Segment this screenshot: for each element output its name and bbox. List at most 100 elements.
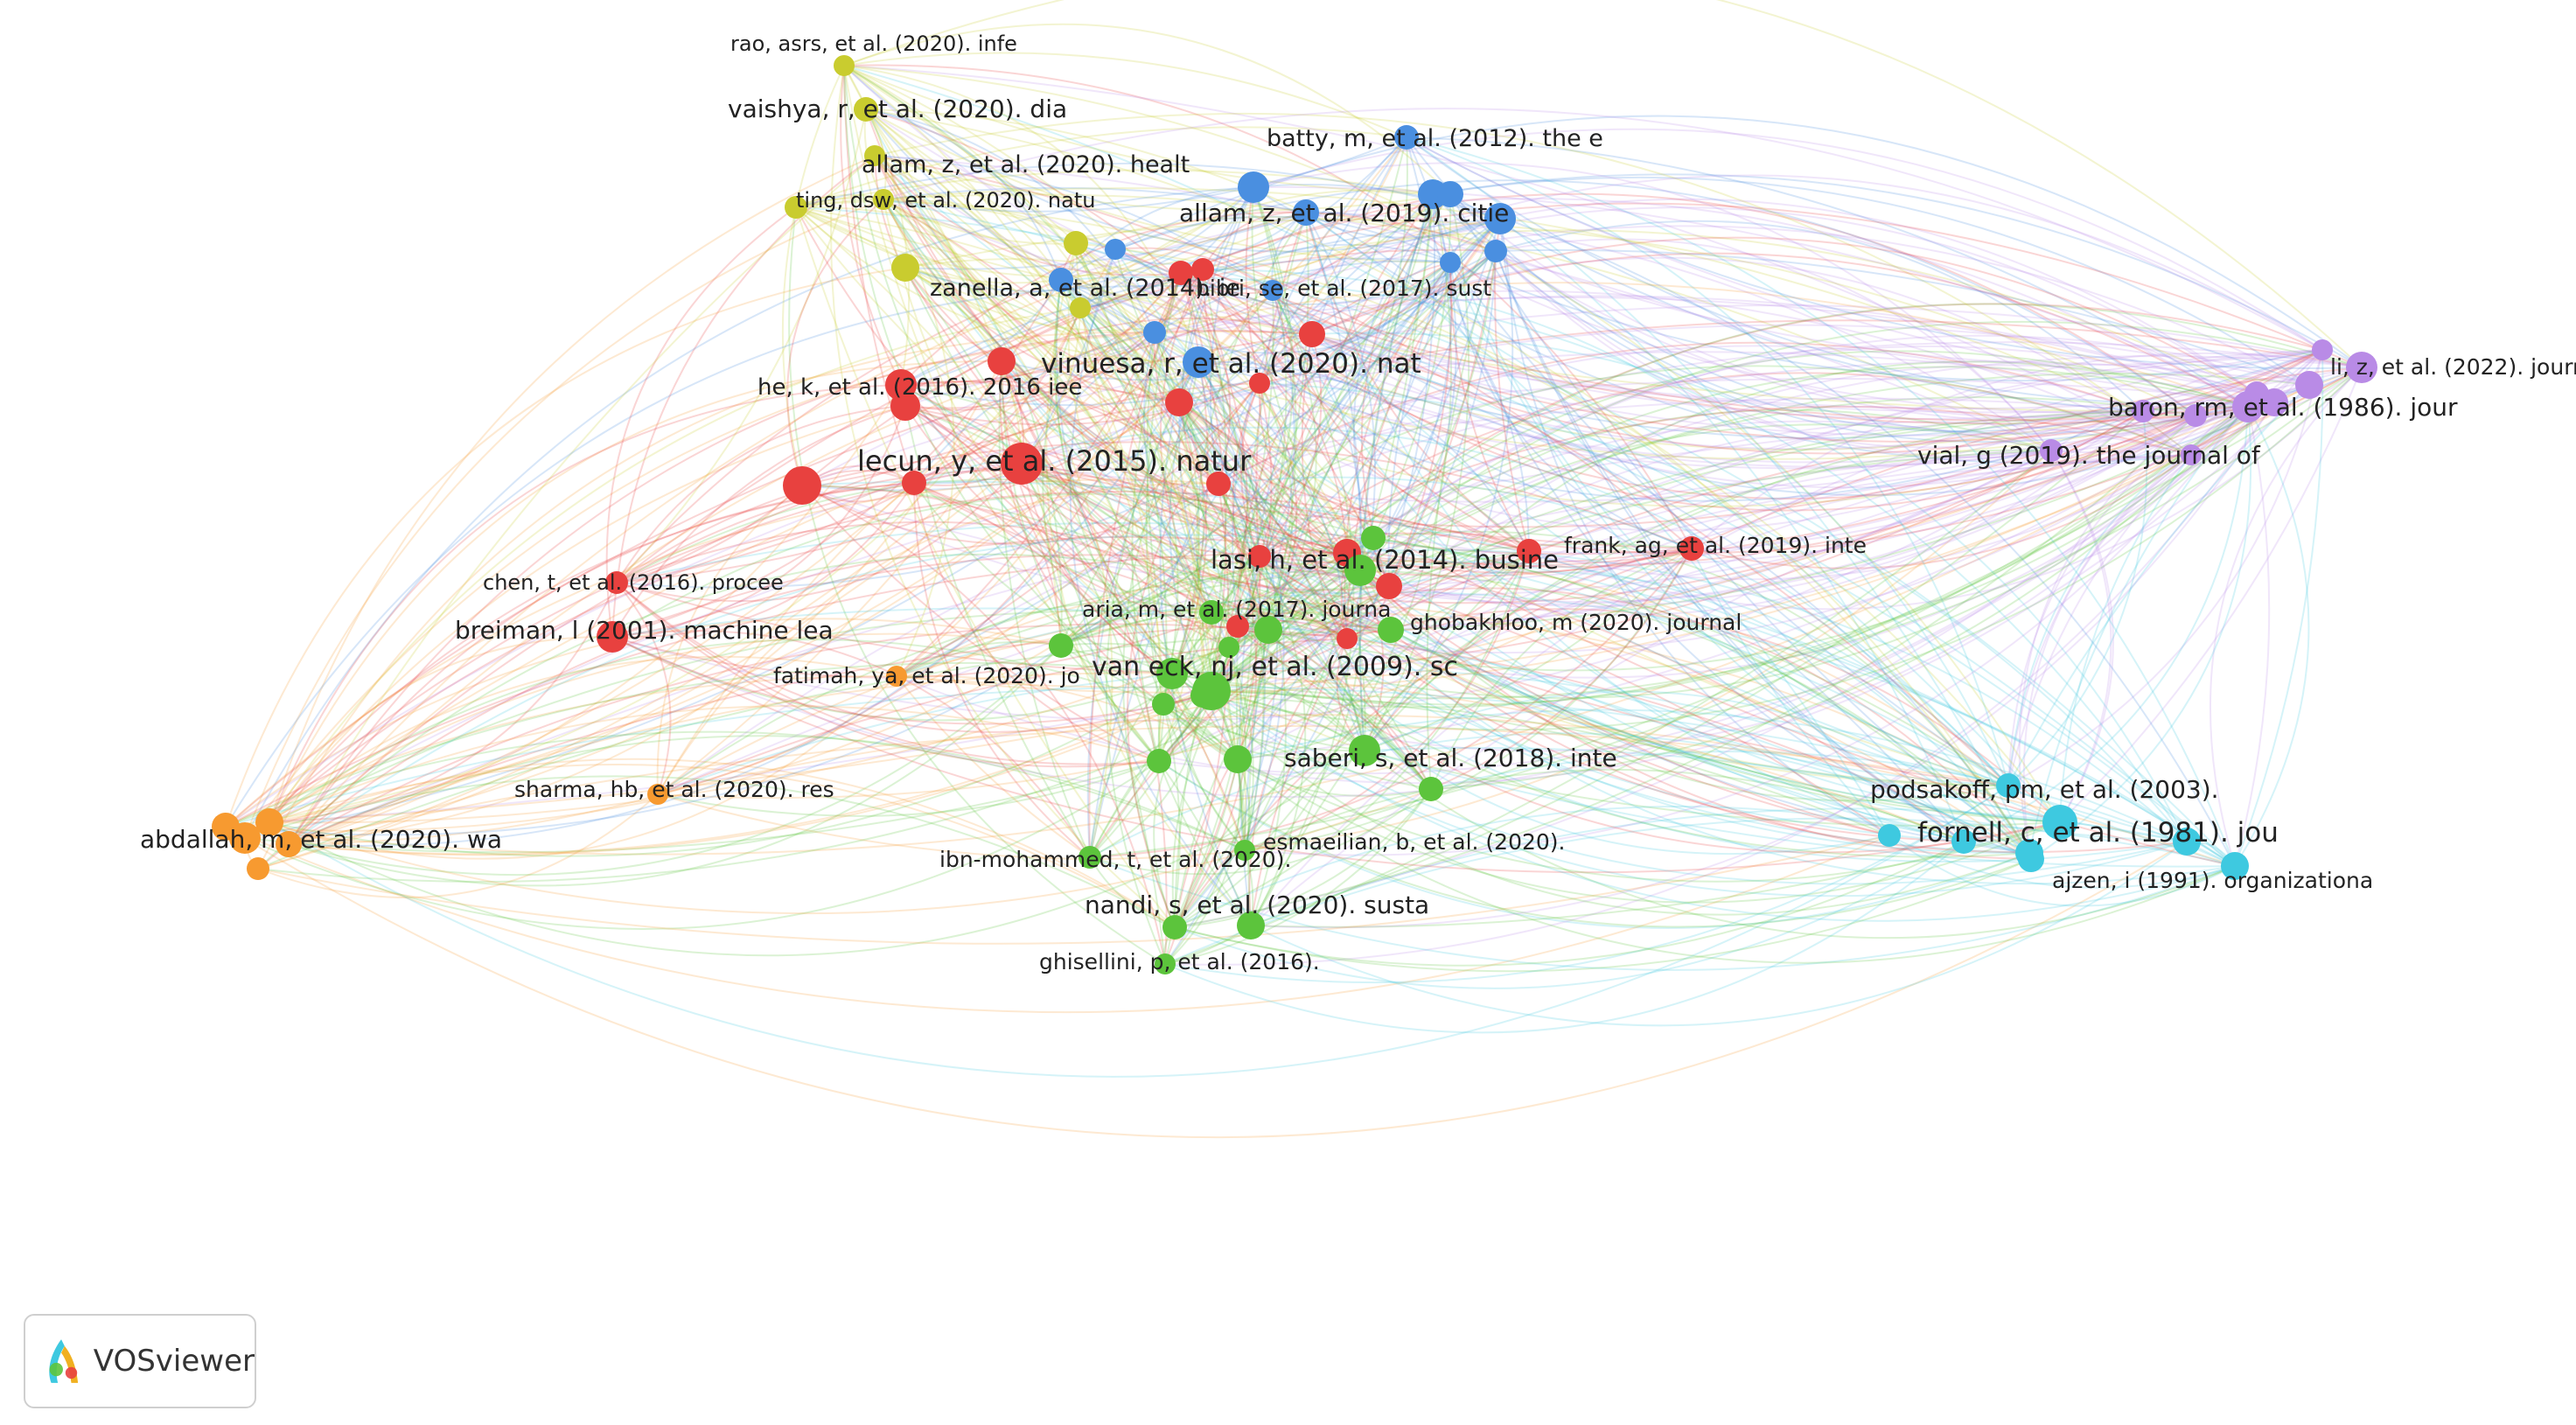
node-purple-69[interactable] [2312, 339, 2333, 360]
node-green-60[interactable] [1237, 912, 1265, 940]
node-green-54[interactable] [1224, 745, 1252, 773]
node-red-36[interactable] [1517, 539, 1541, 563]
node-red-32[interactable] [1206, 472, 1231, 496]
node-green-56[interactable] [1419, 777, 1443, 801]
label-vinuesa[interactable]: vinuesa, r, et al. (2020). nat [1041, 348, 1421, 380]
label-ajzen[interactable]: ajzen, i (1991). organizationa [2052, 868, 2373, 893]
label-lecun[interactable]: lecun, y, et al. (2015). natur [857, 444, 1252, 478]
label-ibn[interactable]: ibn-mohammed, t, et al. (2020). [939, 847, 1291, 872]
node-cyan-80[interactable] [2042, 805, 2077, 840]
label-allam2020[interactable]: allam, z, et al. (2020). healt [862, 151, 1190, 178]
node-blue-20[interactable] [1262, 280, 1283, 301]
node-red-38[interactable] [605, 571, 628, 594]
node-cyan-86[interactable] [2018, 846, 2044, 872]
node-green-59[interactable] [1162, 915, 1187, 940]
node-blue-10[interactable] [1293, 199, 1319, 226]
node-green-42[interactable] [1361, 526, 1386, 550]
node-green-45[interactable] [1199, 600, 1224, 625]
node-green-61[interactable] [1155, 953, 1176, 974]
label-vial[interactable]: vial, g (2019). the journal of [1917, 441, 2261, 470]
node-cyan-85[interactable] [2221, 852, 2249, 880]
label-li[interactable]: li, z, et al. (2022). journal [2330, 354, 2576, 380]
node-green-57[interactable] [1079, 846, 1101, 869]
label-aria[interactable]: aria, m, et al. (2017). journa [1082, 597, 1391, 622]
label-fornell[interactable]: fornell, c, et al. (1981). jou [1917, 817, 2279, 849]
node-yellow-3[interactable] [785, 196, 807, 219]
node-green-53[interactable] [1147, 749, 1171, 773]
node-green-43[interactable] [1344, 555, 1376, 586]
node-yellow-0[interactable] [834, 55, 855, 76]
label-vaneck[interactable]: van eck, nj, et al. (2009). sc [1092, 652, 1458, 682]
label-breiman[interactable]: breiman, l (2001). machine lea [455, 616, 834, 645]
node-green-47[interactable] [1218, 637, 1239, 658]
node-blue-17[interactable] [1049, 268, 1073, 292]
node-red-39[interactable] [597, 621, 628, 653]
node-cyan-82[interactable] [1951, 829, 1976, 854]
node-green-52[interactable] [1190, 683, 1215, 708]
label-esmaeilian[interactable]: esmaeilian, b, et al. (2020). [1263, 829, 1565, 855]
node-blue-13[interactable] [1484, 203, 1516, 234]
label-he[interactable]: he, k, et al. (2016). 2016 iee [757, 374, 1082, 401]
label-frank[interactable]: frank, ag, et al. (2019). inte [1564, 533, 1867, 558]
node-red-37[interactable] [1679, 536, 1704, 561]
node-orange-66[interactable] [255, 808, 283, 836]
node-blue-15[interactable] [1440, 252, 1461, 273]
node-green-49[interactable] [1156, 658, 1188, 689]
node-blue-18[interactable] [1143, 321, 1166, 344]
node-red-27[interactable] [1165, 388, 1193, 416]
node-green-44[interactable] [1378, 617, 1404, 643]
label-ting[interactable]: ting, dsw, et al. (2020). natu [796, 188, 1095, 213]
node-blue-14[interactable] [1484, 240, 1507, 262]
node-orange-67[interactable] [276, 831, 302, 857]
node-yellow-2[interactable] [864, 145, 885, 166]
node-cyan-84[interactable] [2173, 828, 2201, 856]
label-lasi[interactable]: lasi, h, et al. (2014). busine [1211, 545, 1559, 575]
label-podsakoff[interactable]: podsakoff, pm, et al. (2003). [1870, 775, 2219, 804]
node-yellow-7[interactable] [1070, 297, 1091, 318]
node-yellow-6[interactable] [1064, 231, 1088, 255]
node-green-55[interactable] [1349, 735, 1380, 766]
node-red-30[interactable] [1001, 443, 1043, 485]
node-red-28[interactable] [1249, 373, 1270, 394]
label-zanella[interactable]: zanella, a, et al. (2014). ie [930, 275, 1240, 302]
node-green-58[interactable] [1234, 840, 1255, 861]
node-red-41[interactable] [1337, 628, 1358, 649]
node-green-48[interactable] [1049, 633, 1073, 658]
node-red-26[interactable] [890, 391, 920, 421]
label-batty[interactable]: batty, m, et al. (2012). the e [1267, 125, 1603, 152]
node-purple-76[interactable] [2040, 439, 2063, 462]
label-ghobakhloo[interactable]: ghobakhloo, m (2020). journal [1410, 610, 1742, 635]
label-bibri[interactable]: bibri, se, et al. (2017). sust [1196, 276, 1491, 301]
node-red-29[interactable] [783, 466, 821, 505]
node-cyan-79[interactable] [1996, 773, 2021, 798]
node-blue-12[interactable] [1437, 181, 1463, 207]
label-ghisellini[interactable]: ghisellini, p, et al. (2016). [1039, 949, 1320, 974]
node-red-23[interactable] [1299, 321, 1325, 347]
node-red-24[interactable] [988, 347, 1016, 375]
node-yellow-4[interactable] [873, 189, 894, 210]
node-yellow-5[interactable] [891, 254, 919, 282]
label-vaishya[interactable]: vaishya, r, et al. (2020). dia [728, 94, 1067, 123]
label-abdallah[interactable]: abdallah, m, et al. (2020). wa [140, 825, 502, 854]
node-purple-75[interactable] [2132, 400, 2154, 423]
node-green-46[interactable] [1254, 616, 1282, 644]
label-allam2019[interactable]: allam, z, et al. (2019). citie [1179, 199, 1509, 227]
node-purple-77[interactable] [2181, 444, 2202, 465]
node-orange-62[interactable] [886, 666, 907, 687]
node-red-34[interactable] [1248, 545, 1271, 568]
node-orange-63[interactable] [647, 784, 668, 805]
node-blue-19[interactable] [1183, 346, 1214, 378]
node-cyan-81[interactable] [1878, 824, 1901, 847]
node-red-31[interactable] [902, 471, 926, 495]
label-saberi[interactable]: saberi, s, et al. (2018). inte [1284, 744, 1617, 772]
label-baron[interactable]: baron, rm, et al. (1986). jour [2108, 393, 2458, 422]
node-orange-68[interactable] [247, 857, 269, 880]
node-red-40[interactable] [1226, 615, 1249, 638]
node-purple-74[interactable] [2184, 404, 2207, 427]
node-yellow-1[interactable] [854, 97, 878, 122]
node-blue-16[interactable] [1105, 239, 1126, 260]
node-red-22[interactable] [1191, 258, 1214, 281]
node-purple-70[interactable] [2346, 352, 2377, 383]
node-red-21[interactable] [1169, 261, 1193, 285]
node-orange-65[interactable] [229, 822, 261, 854]
